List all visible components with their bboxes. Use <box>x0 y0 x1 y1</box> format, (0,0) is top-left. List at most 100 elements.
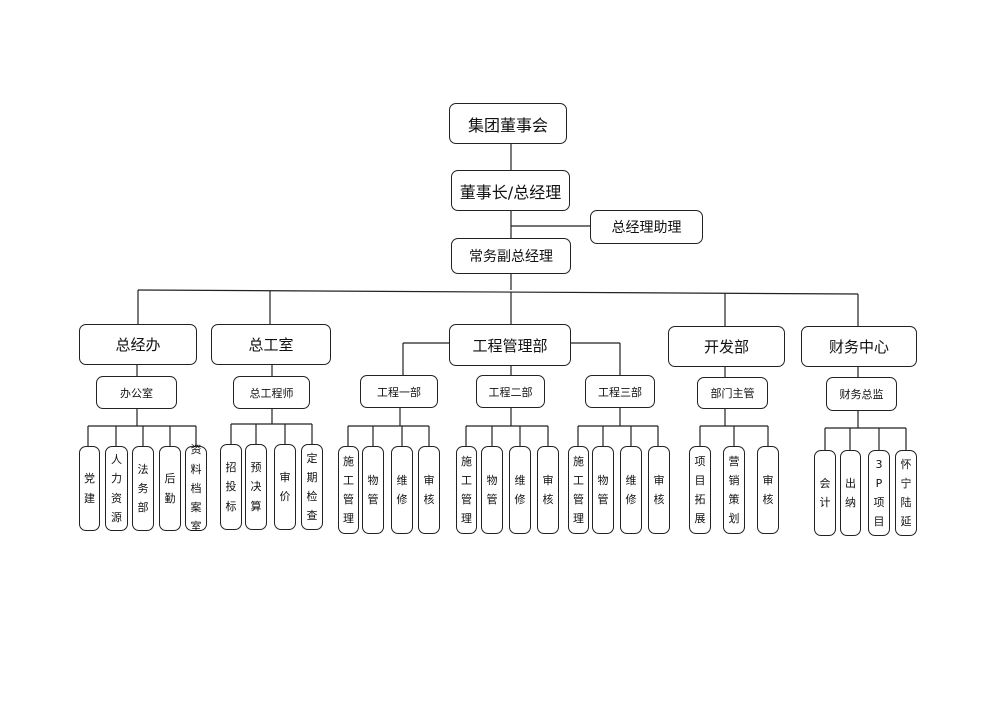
sub-label: 部门主管 <box>710 387 755 400</box>
unit-char: 源 <box>111 510 122 524</box>
unit-char: 管 <box>597 493 609 506</box>
unit-char: 维 <box>625 473 637 487</box>
unit-char: 理 <box>573 512 584 526</box>
unit-char: 管 <box>486 493 498 506</box>
unit-bidding: 招投标 <box>220 444 242 530</box>
unit-char: 施 <box>461 454 472 468</box>
unit-legal: 法务部 <box>132 446 154 531</box>
unit-human-resources: 人力资源 <box>105 446 128 531</box>
unit-char: 价 <box>279 490 291 503</box>
unit-char: 施 <box>343 454 354 468</box>
unit-char: 部 <box>137 501 149 515</box>
sub-chief-engineer: 总工程师 <box>233 376 310 409</box>
unit-char: 划 <box>728 512 740 526</box>
assistant-node: 总经理助理 <box>590 210 703 244</box>
unit-char: 维 <box>396 473 408 487</box>
sub-engineering-2: 工程二部 <box>476 375 545 408</box>
unit-construction-management: 施工管理 <box>338 446 359 534</box>
unit-char: 料 <box>190 462 202 476</box>
unit-construction-management: 施工管理 <box>568 446 589 534</box>
unit-construction-management: 施工管理 <box>456 446 477 534</box>
unit-char: 后 <box>164 472 176 486</box>
unit-char: 预 <box>250 461 262 475</box>
unit-char: 审 <box>653 473 665 487</box>
unit-char: 策 <box>728 493 740 506</box>
unit-char: 管 <box>573 493 584 506</box>
unit-char: 期 <box>306 470 318 484</box>
evp-node: 常务副总经理 <box>451 238 571 274</box>
unit-char: 物 <box>367 473 379 487</box>
unit-char: 标 <box>225 499 237 513</box>
unit-price-audit: 审价 <box>274 444 296 530</box>
unit-archive-room: 资料档案室 <box>185 443 207 533</box>
unit-char: 党 <box>84 472 95 486</box>
unit-char: 室 <box>190 520 202 534</box>
unit-char: 营 <box>728 454 740 468</box>
unit-char: 勤 <box>164 491 176 505</box>
unit-char: 法 <box>137 462 149 476</box>
unit-char: 修 <box>396 493 408 506</box>
unit-char: 务 <box>137 481 149 495</box>
dept-label: 总经办 <box>115 336 161 354</box>
unit-char: 建 <box>84 491 95 505</box>
sub-engineering-3: 工程三部 <box>585 375 655 408</box>
unit-periodic-inspection: 定期检查 <box>301 444 323 530</box>
dept-label: 工程管理部 <box>472 336 548 355</box>
unit-logistics: 后勤 <box>159 446 181 531</box>
dept-label: 开发部 <box>703 338 749 356</box>
unit-char: 核 <box>542 493 554 506</box>
evp-label: 常务副总经理 <box>469 249 553 265</box>
unit-project-expansion: 项目拓展 <box>689 446 711 534</box>
unit-char: 项 <box>873 496 885 509</box>
sub-office: 办公室 <box>96 376 177 409</box>
unit-char: 查 <box>306 509 318 523</box>
unit-property-management: 物管 <box>362 446 384 534</box>
unit-char: 工 <box>461 473 472 487</box>
sub-label: 办公室 <box>120 386 153 400</box>
unit-maintenance: 维修 <box>391 446 413 534</box>
unit-char: 纳 <box>845 496 856 509</box>
chairman-label: 董事长/总经理 <box>459 182 562 202</box>
unit-char: 销 <box>728 473 740 487</box>
unit-char: 资 <box>190 443 202 457</box>
unit-char: 档 <box>190 481 202 495</box>
unit-char: 目 <box>873 515 885 529</box>
dept-chief-engineer-office: 总工室 <box>211 324 331 365</box>
unit-char: P <box>875 476 883 490</box>
unit-char: 拓 <box>694 493 706 506</box>
unit-char: 工 <box>343 473 354 487</box>
unit-accounting: 会计 <box>814 450 836 536</box>
assistant-label: 总经理助理 <box>611 220 682 236</box>
unit-party-building: 党建 <box>79 446 100 531</box>
unit-char: 施 <box>573 454 584 468</box>
unit-char: 3 <box>875 457 883 471</box>
unit-property-management: 物管 <box>481 446 503 534</box>
unit-review: 审核 <box>648 446 670 534</box>
unit-char: 核 <box>423 493 435 506</box>
sub-dept-supervisor: 部门主管 <box>697 377 768 409</box>
chairman-node: 董事长/总经理 <box>451 170 570 211</box>
unit-maintenance: 维修 <box>509 446 531 534</box>
unit-review: 审核 <box>757 446 779 534</box>
unit-char: 展 <box>694 512 706 526</box>
unit-char: 修 <box>514 493 526 506</box>
unit-char: 投 <box>225 480 237 494</box>
unit-char: 宁 <box>900 476 912 490</box>
sub-label: 工程二部 <box>488 385 533 399</box>
board-label: 集团董事会 <box>467 115 548 135</box>
unit-char: 理 <box>343 512 354 526</box>
unit-review: 审核 <box>418 446 440 534</box>
dept-general-office: 总经办 <box>79 324 197 365</box>
unit-char: 理 <box>461 512 472 526</box>
sub-label: 工程一部 <box>377 385 421 399</box>
unit-char: 审 <box>423 473 435 487</box>
unit-char: 案 <box>190 501 202 515</box>
unit-char: 延 <box>900 515 912 529</box>
sub-label: 工程三部 <box>598 385 642 399</box>
dept-finance-center: 财务中心 <box>801 326 917 367</box>
unit-char: 定 <box>306 451 318 465</box>
unit-huaining-luyan: 怀宁陆延 <box>895 450 917 536</box>
sub-engineering-1: 工程一部 <box>360 375 438 408</box>
dept-label: 财务中心 <box>828 338 889 356</box>
